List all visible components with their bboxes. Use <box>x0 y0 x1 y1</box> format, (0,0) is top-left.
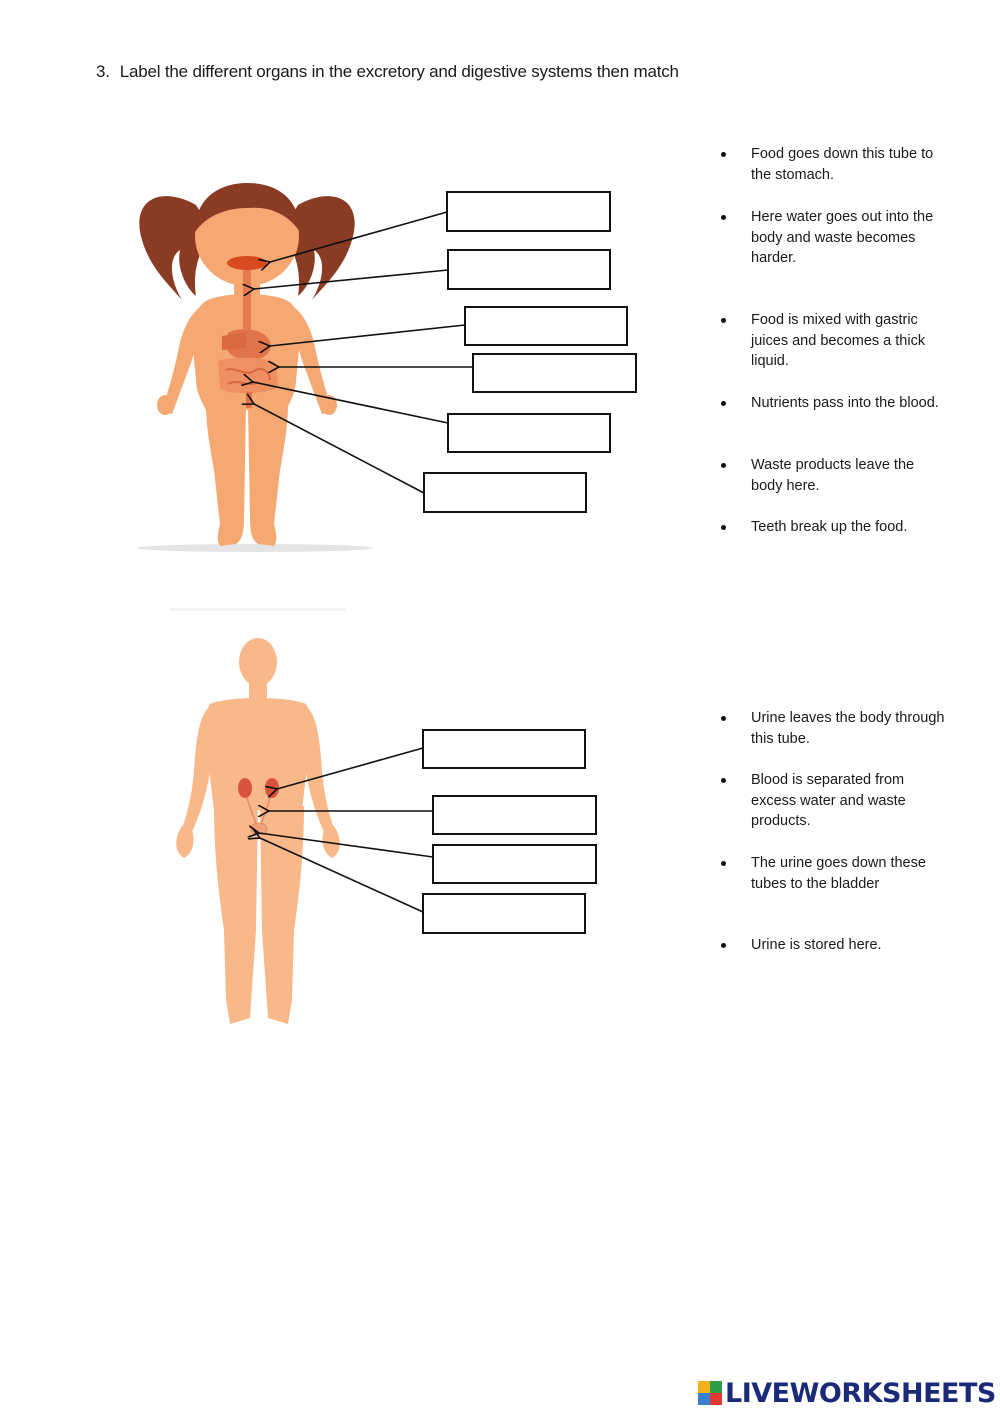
arrow-mouth <box>270 211 448 262</box>
logo-square-blue <box>698 1393 710 1405</box>
hair-top <box>195 183 300 232</box>
hand-right <box>321 395 337 415</box>
hand-right <box>322 826 340 858</box>
arm-right <box>306 706 334 832</box>
arm-left <box>162 304 206 414</box>
torso <box>204 698 312 810</box>
liveworksheets-logo[interactable]: LIVEWORKSHEETS <box>698 1377 996 1409</box>
esophagus-organ <box>243 270 251 335</box>
bullet-icon <box>721 215 726 220</box>
statement-item[interactable]: Urine is stored here. <box>718 935 948 956</box>
excretory-label-box-kidneys[interactable] <box>422 729 586 769</box>
logo-square-red <box>710 1393 722 1405</box>
statement-text: Teeth break up the food. <box>751 519 908 535</box>
head <box>239 638 277 686</box>
statement-item[interactable]: Teeth break up the food. <box>718 517 948 538</box>
leg-right <box>260 806 304 1024</box>
statement-text: Nutrients pass into the blood. <box>751 395 939 411</box>
leg-left <box>206 405 246 546</box>
excretory-label-box-ureters[interactable] <box>432 795 597 835</box>
arrow-large-intestine <box>253 382 449 424</box>
mouth-organ <box>227 256 267 270</box>
bullet-icon <box>721 318 726 323</box>
neck <box>249 682 267 698</box>
digestive-label-box-mouth[interactable] <box>446 191 611 232</box>
bullet-icon <box>721 861 726 866</box>
hand-left <box>176 826 194 858</box>
bullet-icon <box>721 778 726 783</box>
digestive-label-box-small-intestine[interactable] <box>472 353 637 393</box>
statement-item[interactable]: Food is mixed with gastric juices and be… <box>718 310 948 372</box>
excretory-arrows <box>259 747 434 913</box>
statement-text: Food goes down this tube to the stomach. <box>751 146 934 183</box>
hair-pigtail-left <box>139 196 214 300</box>
digestive-label-box-esophagus[interactable] <box>447 249 611 290</box>
girl-figure <box>137 183 373 552</box>
arrow-anus <box>254 404 425 494</box>
question-number: 3. <box>96 62 110 81</box>
question-heading: 3. Label the different organs in the excr… <box>96 62 679 82</box>
hand-left <box>157 395 173 415</box>
excretory-label-box-bladder[interactable] <box>432 844 597 884</box>
logo-square-yellow <box>698 1381 710 1393</box>
bullet-icon <box>721 152 726 157</box>
logo-text: LIVEWORKSHEETS <box>725 1377 996 1409</box>
bullet-icon <box>721 463 726 468</box>
bullet-icon <box>721 716 726 721</box>
leg-right <box>248 405 288 546</box>
arrow-urethra <box>260 838 424 913</box>
man-figure <box>170 608 346 1024</box>
bullet-icon <box>721 525 726 530</box>
statement-text: Urine is stored here. <box>751 937 882 953</box>
statement-item[interactable]: Food goes down this tube to the stomach. <box>718 144 948 185</box>
bullet-icon <box>721 401 726 406</box>
rectum-organ <box>246 392 252 408</box>
bullet-icon <box>721 943 726 948</box>
statement-text: Blood is separated from excess water and… <box>751 772 906 829</box>
statement-text: Here water goes out into the body and wa… <box>751 209 934 266</box>
kidney-left-organ <box>238 778 252 798</box>
liver-organ <box>222 332 246 350</box>
statement-text: Waste products leave the body here. <box>751 457 915 494</box>
arm-right <box>288 304 332 414</box>
arrow-stomach <box>270 324 466 346</box>
statement-item[interactable]: Here water goes out into the body and wa… <box>718 207 948 269</box>
statement-item[interactable]: Urine leaves the body through this tube. <box>718 708 948 749</box>
leg-left <box>214 806 258 1024</box>
statement-text: Food is mixed with gastric juices and be… <box>751 312 926 369</box>
digestive-arrows <box>253 211 472 494</box>
statement-item[interactable]: Blood is separated from excess water and… <box>718 770 948 832</box>
statement-text: The urine goes down these tubes to the b… <box>751 855 926 892</box>
excretory-label-box-urethra[interactable] <box>422 893 586 934</box>
kidney-right-organ <box>265 778 279 798</box>
arrow-bladder <box>259 833 434 858</box>
statement-item[interactable]: Waste products leave the body here. <box>718 455 948 496</box>
logo-square-green <box>710 1381 722 1393</box>
statement-text: Urine leaves the body through this tube. <box>751 710 945 747</box>
floor-shadow <box>137 544 373 552</box>
arrow-esophagus <box>254 269 449 289</box>
digestive-label-box-large-intestine[interactable] <box>447 413 611 453</box>
figure-backdrop <box>170 608 346 611</box>
logo-mark-icon <box>698 1381 722 1405</box>
arm-left <box>182 706 210 832</box>
question-text: Label the different organs in the excret… <box>119 62 679 81</box>
statement-item[interactable]: Nutrients pass into the blood. <box>718 393 948 414</box>
digestive-label-box-stomach[interactable] <box>464 306 628 346</box>
digestive-label-box-anus[interactable] <box>423 472 587 513</box>
arrow-kidneys <box>277 747 424 789</box>
statement-item[interactable]: The urine goes down these tubes to the b… <box>718 853 948 894</box>
